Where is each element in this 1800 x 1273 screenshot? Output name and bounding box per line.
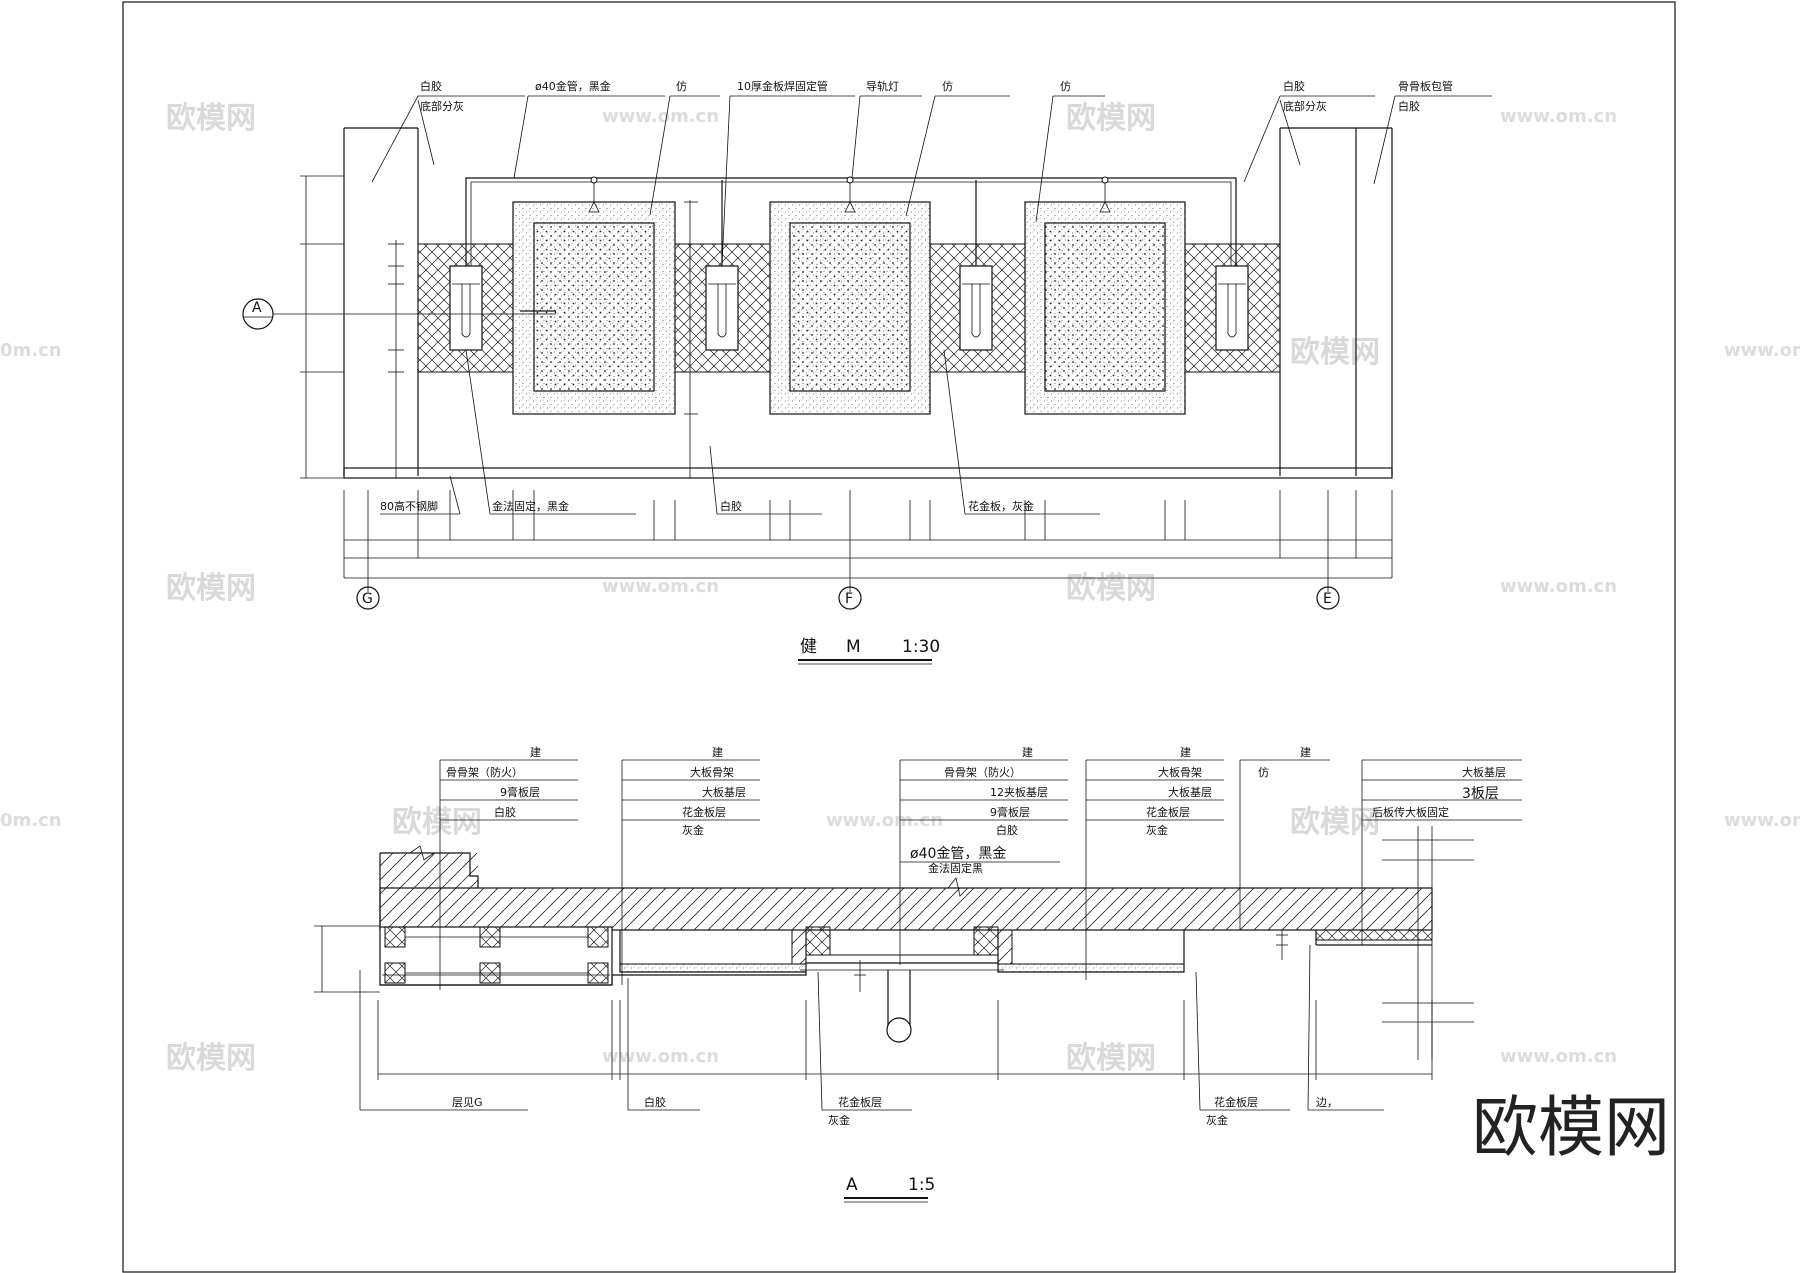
section-marker-label: A (252, 300, 262, 316)
layer-label: 9膏板层 (500, 785, 540, 799)
watermark-url: www.om.cn (602, 106, 719, 127)
callout-label: 导轨灯 (866, 79, 899, 93)
elevation-title-char: 健 (800, 637, 817, 657)
layer-label: 大板骨架 (690, 765, 734, 779)
watermark-brand: 欧模网 (1066, 101, 1156, 136)
watermark-layer: 欧模网 www.om.cn 欧模网 www.om.cn 0m.cn 欧模网 ww… (0, 101, 1800, 1166)
layer-label: 白胶 (494, 805, 516, 819)
watermark-brand: 欧模网 (166, 101, 256, 136)
callout-label: ø40金管，黑金 (535, 79, 611, 93)
callout-label: 灰金 (1206, 1113, 1228, 1127)
layer-label: 建 (1180, 745, 1191, 759)
watermark-url: www.om.cn (826, 810, 943, 831)
watermark-url: www.om.cn (602, 1046, 719, 1067)
watermark-url: www.om.cn (1500, 576, 1617, 597)
pipe-note: ø40金管，黑金 (910, 846, 1006, 862)
layer-label: 3板层 (1462, 786, 1499, 802)
layer-label: 建 (712, 745, 723, 759)
layer-label: 白胶 (996, 823, 1018, 837)
axis-label: E (1323, 591, 1332, 607)
elevation-scale: 1:30 (902, 637, 940, 657)
layer-label: 建 (530, 745, 541, 759)
callout-label: 白胶 (720, 499, 742, 513)
layer-label: 花金板层 (1146, 805, 1190, 819)
callout-label: 白胶 (644, 1095, 666, 1109)
callout-label: 骨骨板包管 (1398, 79, 1453, 93)
watermark-brand: 欧模网 (392, 805, 482, 840)
watermark-brand: 欧模网 (166, 1041, 256, 1076)
callout-label: 底部分灰 (1283, 99, 1327, 113)
layer-label: 后板传大板固定 (1372, 805, 1449, 819)
watermark-url: www.om.cn (1500, 106, 1617, 127)
callout-label: 白胶 (420, 79, 442, 93)
callout-label: 仿 (942, 80, 953, 93)
watermark-url: 0m.cn (0, 810, 62, 831)
drawing-frame (122, 1, 1676, 1273)
pipe-section-circle (886, 1017, 912, 1043)
callout-label: 仿 (676, 80, 687, 93)
watermark-brand: 欧模网 (1290, 335, 1380, 370)
wall-light-fixture (705, 265, 739, 351)
wall-light-fixture (1215, 265, 1249, 351)
watermark-brand: 欧模网 (1290, 805, 1380, 840)
layer-label: 12夹板基层 (990, 785, 1048, 799)
layer-label: 大板骨架 (1158, 765, 1202, 779)
axis-label: G (362, 591, 373, 607)
wall-light-fixture (959, 265, 993, 351)
watermark-url: www.om.cn (1724, 340, 1800, 361)
callout-label: 花金板，灰金 (968, 499, 1034, 513)
callout-label: 10厚金板焊固定管 (737, 79, 828, 93)
watermark-url: www.om.cn (1724, 810, 1800, 831)
layer-label: 花金板层 (682, 805, 726, 819)
section-scale: 1:5 (908, 1175, 935, 1195)
elevation-title-letter: M (846, 637, 861, 657)
layer-label: 大板基层 (1462, 765, 1506, 779)
callout-label: 金法固定，黑金 (492, 499, 569, 513)
section-drawing: 建 骨骨架（防火） 9膏板层 白胶 建 大板骨架 大板基层 花金板层 灰金 建 … (314, 745, 1522, 1203)
callout-label: 白胶 (1283, 79, 1305, 93)
callout-label: 层见G (452, 1096, 483, 1109)
layer-label: 骨骨架（防火） (944, 765, 1021, 779)
layer-label: 灰金 (682, 823, 704, 837)
layer-label: 仿 (1258, 766, 1269, 779)
corner-watermark-brand: 欧模网 (1472, 1089, 1670, 1166)
callout-label: 边， (1316, 1096, 1338, 1109)
callout-label: 灰金 (828, 1113, 850, 1127)
wall-light-fixture (449, 265, 483, 351)
elevation-drawing: A (242, 79, 1492, 665)
layer-label: 建 (1300, 745, 1311, 759)
pipe-note: 金法固定黑 (928, 861, 983, 875)
callout-label: 白胶 (1398, 99, 1420, 113)
track-light (1099, 176, 1111, 213)
watermark-url: www.om.cn (1500, 1046, 1617, 1067)
watermark-url: www.om.cn (602, 576, 719, 597)
track-light (844, 176, 856, 213)
watermark-brand: 欧模网 (166, 571, 256, 606)
watermark-url: 0m.cn (0, 340, 62, 361)
callout-label: 底部分灰 (420, 99, 464, 113)
watermark-brand: 欧模网 (1066, 1041, 1156, 1076)
layer-label: 骨骨架（防火） (446, 765, 523, 779)
track-light (588, 176, 600, 213)
callout-label: 仿 (1060, 80, 1071, 93)
callout-label: 80高不钢脚 (380, 499, 438, 513)
layer-label: 9膏板层 (990, 805, 1030, 819)
axis-label: F (845, 591, 853, 607)
layer-label: 大板基层 (702, 785, 746, 799)
layer-label: 灰金 (1146, 823, 1168, 837)
callout-label: 花金板层 (838, 1095, 882, 1109)
layer-label: 大板基层 (1168, 785, 1212, 799)
watermark-brand: 欧模网 (1066, 571, 1156, 606)
callout-label: 花金板层 (1214, 1095, 1258, 1109)
layer-label: 建 (1022, 745, 1033, 759)
section-title-letter: A (846, 1175, 858, 1195)
